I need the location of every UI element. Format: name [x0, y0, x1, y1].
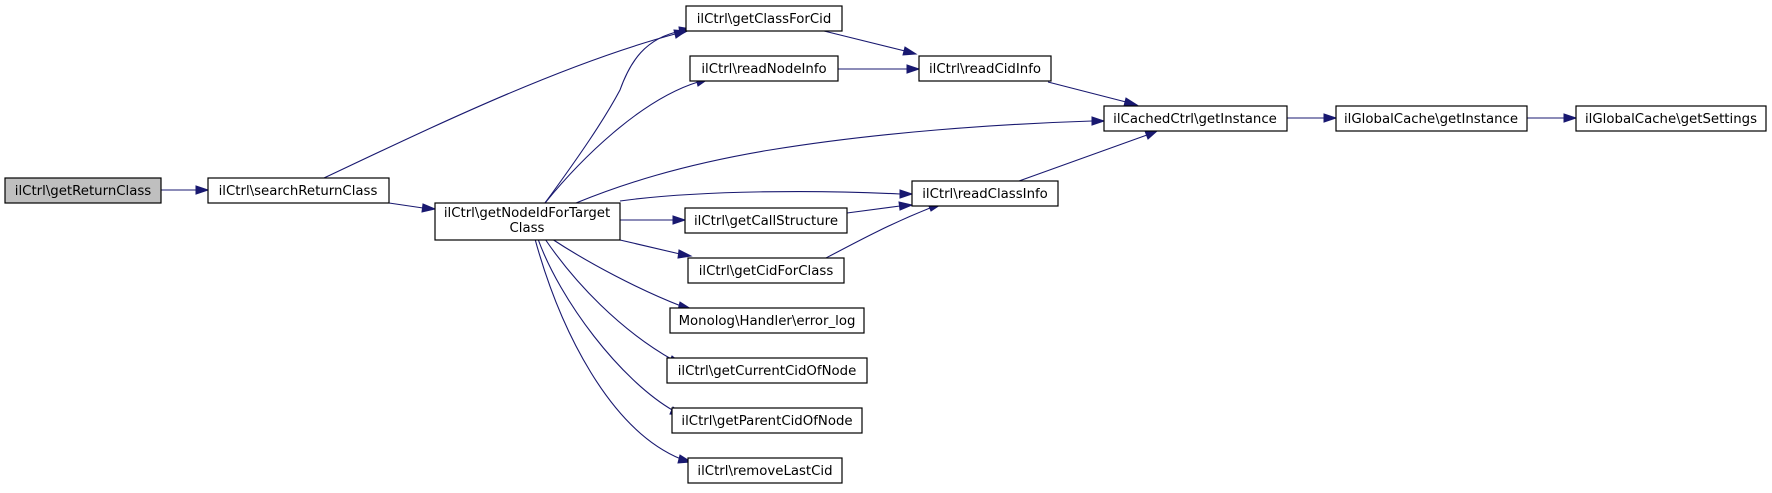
- edge-readclassinfo-to-cachedgetinstance: [1018, 130, 1159, 182]
- node-label-line-1: ilCtrl\getNodeIdForTarget: [444, 206, 610, 221]
- edges-layer: [161, 26, 1578, 464]
- node-label: ilCtrl\getClassForCid: [697, 12, 832, 27]
- node-searchreturnclass[interactable]: ilCtrl\searchReturnClass: [207, 177, 390, 204]
- node-label: ilCtrl\getCurrentCidOfNode: [678, 364, 857, 379]
- edge-readcidinfo-to-cachedgetinstance: [1047, 81, 1139, 107]
- node-getcidforclass[interactable]: ilCtrl\getCidForClass: [687, 257, 845, 284]
- node-removelastcid[interactable]: ilCtrl\removeLastCid: [687, 457, 843, 484]
- node-globalcache-getsettings[interactable]: ilGlobalCache\getSettings: [1575, 105, 1767, 132]
- edge-getnodeid-to-getcurrentcidofnode: [544, 238, 684, 365]
- edge-readnodeinfo-to-readcidinfo: [838, 64, 921, 74]
- edge-getnodeid-to-getcallstructure: [620, 215, 687, 225]
- edge-getnodeid-to-getcidforclass: [619, 239, 693, 259]
- edge-globalgetinstance-to-getsettings: [1527, 113, 1578, 123]
- nodes-layer: ilCtrl\getReturnClass ilCtrl\searchRetur…: [4, 5, 1767, 484]
- node-label: ilCtrl\readCidInfo: [929, 62, 1041, 77]
- node-label: ilCachedCtrl\getInstance: [1113, 112, 1277, 127]
- edge-cachedgetinstance-to-globalgetinstance: [1287, 113, 1338, 123]
- edge-searchreturnclass-to-getclassforcid: [323, 29, 688, 179]
- node-label: ilCtrl\getParentCidOfNode: [681, 414, 852, 429]
- edge-getcallstructure-to-readclassinfo: [846, 201, 914, 214]
- edge-getnodeid-to-readclassinfo: [619, 189, 914, 202]
- edge-getnodeid-to-removelastcid: [534, 238, 693, 464]
- node-label: ilGlobalCache\getInstance: [1344, 112, 1518, 127]
- edge-getnodeid-to-getclassforcid: [544, 26, 693, 204]
- node-monolog-error-log[interactable]: Monolog\Handler\error_log: [669, 307, 865, 334]
- node-getnodeidfortargetclass[interactable]: ilCtrl\getNodeIdForTarget Class: [434, 202, 621, 241]
- node-readnodeinfo[interactable]: ilCtrl\readNodeInfo: [689, 55, 839, 82]
- edge-getreturnclass-to-searchreturnclass: [161, 185, 210, 195]
- node-getparentcidofnode[interactable]: ilCtrl\getParentCidOfNode: [671, 407, 863, 434]
- edge-getnodeid-to-cachedgetinstance: [575, 116, 1106, 204]
- edge-getnodeid-to-getparentcidofnode: [537, 238, 685, 416]
- node-getcurrentcidofnode[interactable]: ilCtrl\getCurrentCidOfNode: [666, 357, 868, 384]
- node-globalcache-getinstance[interactable]: ilGlobalCache\getInstance: [1335, 105, 1528, 132]
- node-label: ilCtrl\getReturnClass: [15, 184, 152, 199]
- node-label: ilCtrl\searchReturnClass: [219, 184, 378, 199]
- node-label: ilCtrl\removeLastCid: [697, 464, 832, 479]
- edge-searchreturnclass-to-getnodeidfortargetclass: [388, 202, 437, 213]
- node-getreturnclass[interactable]: ilCtrl\getReturnClass: [4, 177, 162, 204]
- node-label: ilGlobalCache\getSettings: [1585, 112, 1757, 127]
- node-cachedctrl-getinstance[interactable]: ilCachedCtrl\getInstance: [1103, 105, 1288, 132]
- node-label-line-2: Class: [510, 221, 545, 236]
- node-label: ilCtrl\getCidForClass: [699, 264, 834, 279]
- node-getclassforcid[interactable]: ilCtrl\getClassForCid: [685, 5, 843, 32]
- node-getcallstructure[interactable]: ilCtrl\getCallStructure: [684, 207, 848, 234]
- edge-getclassforcid-to-readcidinfo: [823, 30, 918, 56]
- node-readcidinfo[interactable]: ilCtrl\readCidInfo: [918, 55, 1052, 82]
- edge-getnodeid-to-errorlog: [551, 238, 693, 311]
- node-label: ilCtrl\getCallStructure: [694, 214, 838, 229]
- node-label: ilCtrl\readNodeInfo: [701, 62, 826, 77]
- node-label: ilCtrl\readClassInfo: [922, 187, 1048, 202]
- node-readclassinfo[interactable]: ilCtrl\readClassInfo: [911, 180, 1059, 207]
- node-label: Monolog\Handler\error_log: [679, 314, 856, 329]
